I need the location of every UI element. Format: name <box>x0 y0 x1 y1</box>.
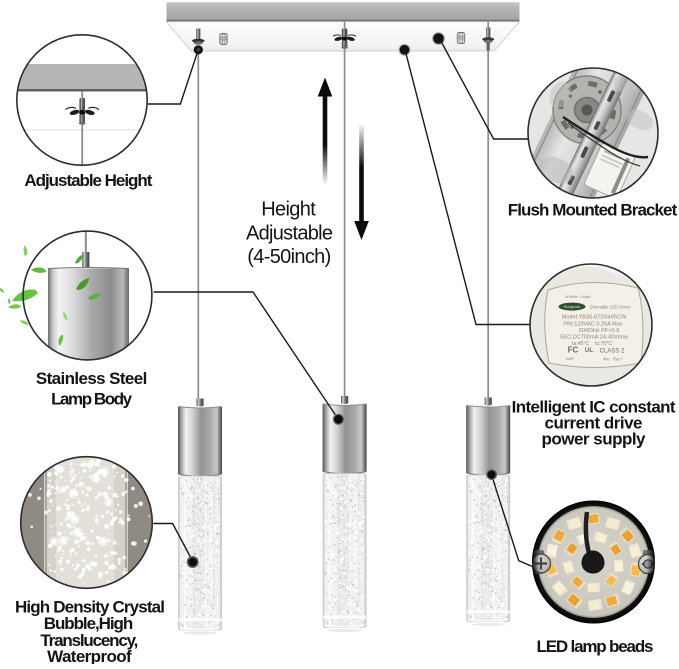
svg-text:Adjustable: Adjustable <box>246 223 333 245</box>
svg-text:power supply: power supply <box>542 430 647 449</box>
svg-text:(4-50inch): (4-50inch) <box>247 246 331 268</box>
svg-text:PRI:120VAC 0.26A Max: PRI:120VAC 0.26A Max <box>563 321 622 327</box>
svg-text:Height: Height <box>261 199 316 221</box>
svg-text:Model:YB30-6TD0405CW: Model:YB30-6TD0405CW <box>562 314 627 320</box>
svg-text:Adjustable Height: Adjustable Height <box>24 171 152 190</box>
svg-text:W:White L:Black: W:White L:Black <box>565 295 591 299</box>
svg-text:LED lamp beads: LED lamp beads <box>537 637 654 656</box>
svg-text:50/60Hz PF>0.9: 50/60Hz PF>0.9 <box>579 328 620 334</box>
svg-text:Bubble,High: Bubble,High <box>44 614 134 633</box>
svg-text:UL: UL <box>585 347 594 354</box>
svg-text:FC: FC <box>568 345 579 354</box>
svg-text:Flush Mounted Bracket: Flush Mounted Bracket <box>508 201 678 220</box>
svg-text:Dimmable LED Driver: Dimmable LED Driver <box>590 304 631 309</box>
svg-text:SEC:DC700mA 24-40Vmax: SEC:DC700mA 24-40Vmax <box>560 335 629 341</box>
svg-text:High Density Crystal: High Density Crystal <box>15 597 165 616</box>
svg-text:ta:45°C tc:75°C: ta:45°C tc:75°C <box>572 341 612 347</box>
svg-text:Stainless Steel: Stainless Steel <box>36 369 148 388</box>
svg-text:♻c- Ruc+: ♻c- Ruc+ <box>603 356 623 361</box>
svg-text:Waterproof: Waterproof <box>47 647 132 664</box>
svg-text:current drive: current drive <box>545 414 643 433</box>
svg-text:Intelligent IC constant: Intelligent IC constant <box>512 397 676 416</box>
svg-text:Translucency,: Translucency, <box>40 631 138 650</box>
svg-text:Hongcuan: Hongcuan <box>564 305 580 309</box>
svg-text:b#0F: b#0F <box>566 357 575 361</box>
svg-text:CLASS 2: CLASS 2 <box>600 349 625 355</box>
svg-text:Lamp Body: Lamp Body <box>51 390 133 409</box>
